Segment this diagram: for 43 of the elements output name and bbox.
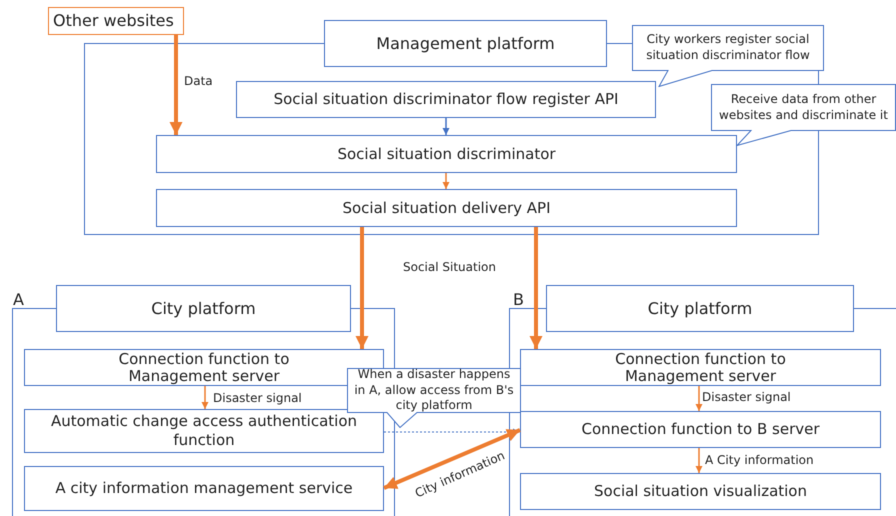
process-box [24,466,384,511]
process-box [520,411,881,448]
source-box [48,7,184,35]
box-label: Social situation visualization [594,482,807,501]
arrow [356,227,368,349]
flow-label: Social Situation [402,260,497,274]
arrow [696,448,702,473]
edge-label: A City information [704,453,815,467]
callout-text: Receive data from other websites and discriminate it [718,90,889,124]
arrow [202,386,208,409]
box-label: Connection function to Management server [118,351,290,384]
process-box [236,81,656,118]
box-label: Social situation delivery API [342,198,551,218]
process-box [156,189,737,227]
box-label: Other websites [53,11,174,31]
arrow [442,173,450,189]
arrow [170,35,182,135]
box-label: Connection function to B server [581,420,820,439]
process-box [520,473,881,510]
box-label: Connection function to Management server [614,351,787,384]
box-label: Social situation discriminator flow register API [274,90,618,109]
edge-label: Data [183,74,214,88]
section-letter: B [513,290,524,309]
arrow [442,118,450,135]
speech-callout [711,84,896,146]
arrow [696,386,702,411]
arrow [530,227,542,349]
process-box [24,409,384,453]
section-letter: A [13,290,24,309]
process-box [520,349,881,386]
platform-title-box: City platform [546,285,854,332]
platform-title-box: Management platform [324,20,607,67]
box-label: Social situation discriminator [337,144,556,164]
callout-text: City workers register social situation discriminator flow [645,31,811,64]
box-label: Automatic change access authentication function [50,412,358,450]
speech-callout [632,25,824,87]
platform-title-box: City platform [56,285,351,332]
callout-text: When a disaster happens in A, allow access from B's city platform [353,368,515,413]
box-label: A city information management service [55,479,353,498]
edge-label: Disaster signal [212,391,303,405]
edge-label: Disaster signal [701,390,792,404]
arrow [383,428,521,490]
process-box [156,135,737,173]
